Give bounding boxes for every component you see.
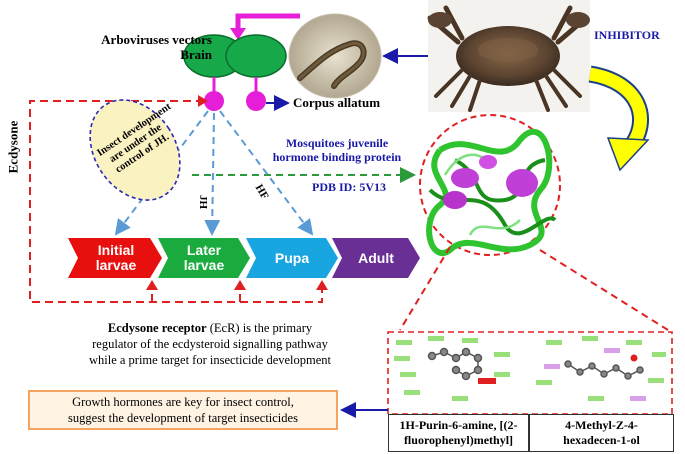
- magenta-connector-arrowhead: [230, 28, 246, 40]
- compound-2-label: 4-Methyl-Z-4- hexadecen-1-ol: [529, 414, 674, 452]
- feedback-arrowhead-3: [316, 280, 328, 290]
- stage-adult-label: Adult: [358, 250, 394, 266]
- ecdysone-side-label: Ecdysone: [5, 120, 21, 174]
- compound-2-line2: hexadecen-1-ol: [563, 433, 640, 447]
- stage-chevron-pupa: [246, 238, 338, 278]
- stage-chevron-initial-larvae: [68, 238, 162, 278]
- protein-structure-image: [419, 114, 561, 256]
- stage-initial-larvae-line1: Initial: [97, 242, 135, 258]
- ecr-line3: while a prime target for insecticide dev…: [88, 353, 332, 367]
- compound-1-line2: fluorophenyl)methyl]: [403, 433, 514, 447]
- stage-initial-larvae-line2: larvae: [95, 257, 137, 273]
- stage-later-larvae-line1: Later: [186, 242, 222, 258]
- jh-control-oval: [89, 99, 181, 201]
- crab-image: [427, 0, 590, 112]
- jh-arrow-label: JH: [197, 194, 210, 210]
- inhibitor-curved-arrow-fill: [588, 67, 648, 153]
- growth-hormone-box: Growth hormones are key for insect contr…: [28, 390, 338, 430]
- compound-1-label: 1H-Purin-6-amine, [(2- fluorophenyl)meth…: [388, 414, 529, 452]
- growth-line1: Growth hormones are key for insect contr…: [72, 395, 294, 409]
- ecr-description: Ecdysone receptor (EcR) is the primary r…: [60, 320, 360, 368]
- inhibitor-label: INHIBITOR: [594, 28, 660, 42]
- corpus-allatum-label: Corpus allatum: [293, 95, 381, 110]
- feedback-arrowhead-2: [234, 280, 246, 290]
- ecr-line1-rest: (EcR) is the primary: [206, 321, 313, 335]
- brain-lobe-right: [225, 34, 287, 78]
- pdb-id-label: PDB ID: 5V13: [312, 180, 386, 194]
- corpus-allatum-gland-left: [204, 91, 224, 111]
- protein-label-line1: Mosquitoes juvenile: [285, 136, 389, 150]
- protein-label: Mosquitoes juvenile hormone binding prot…: [250, 136, 424, 164]
- growth-line2: suggest the development of target insect…: [68, 411, 298, 425]
- brain-label: Arboviruses vectors Brain: [94, 32, 212, 62]
- ecdysone-feedback-loop: [29, 100, 323, 303]
- stage-chevron-later-larvae: [158, 238, 250, 278]
- corpus-allatum-gland-right: [246, 91, 266, 111]
- stage-initial-larvae-label: Initial larvae: [82, 243, 150, 273]
- protein-to-compound-right: [539, 249, 669, 331]
- brain-label-line1: Arboviruses vectors: [101, 32, 212, 47]
- compound-interaction-panel: [387, 331, 673, 415]
- brain-label-line2: Brain: [180, 47, 212, 62]
- compound-1-line1: 1H-Purin-6-amine, [(2-: [399, 418, 518, 432]
- protein-label-line2: hormone binding protein: [272, 150, 402, 164]
- compound-2-line1: 4-Methyl-Z-4-: [565, 418, 638, 432]
- stage-chevron-adult: [332, 238, 420, 278]
- mosquito-larva-image: [288, 13, 382, 99]
- loop-to-gland-arrowhead: [198, 95, 208, 107]
- ecr-bold-term: Ecdysone receptor: [107, 321, 207, 335]
- protein-to-compound-left: [399, 246, 451, 331]
- stage-pupa-label: Pupa: [274, 250, 310, 266]
- inhibitor-arrowhead: [606, 137, 650, 172]
- stage-later-larvae-line2: larvae: [183, 257, 225, 273]
- stage-later-larvae-label: Later larvae: [170, 243, 238, 273]
- ecr-line2: regulator of the ecdysteroid signalling …: [92, 337, 328, 351]
- feedback-arrowhead-1: [146, 280, 158, 290]
- magenta-connector-arrow: [235, 13, 300, 30]
